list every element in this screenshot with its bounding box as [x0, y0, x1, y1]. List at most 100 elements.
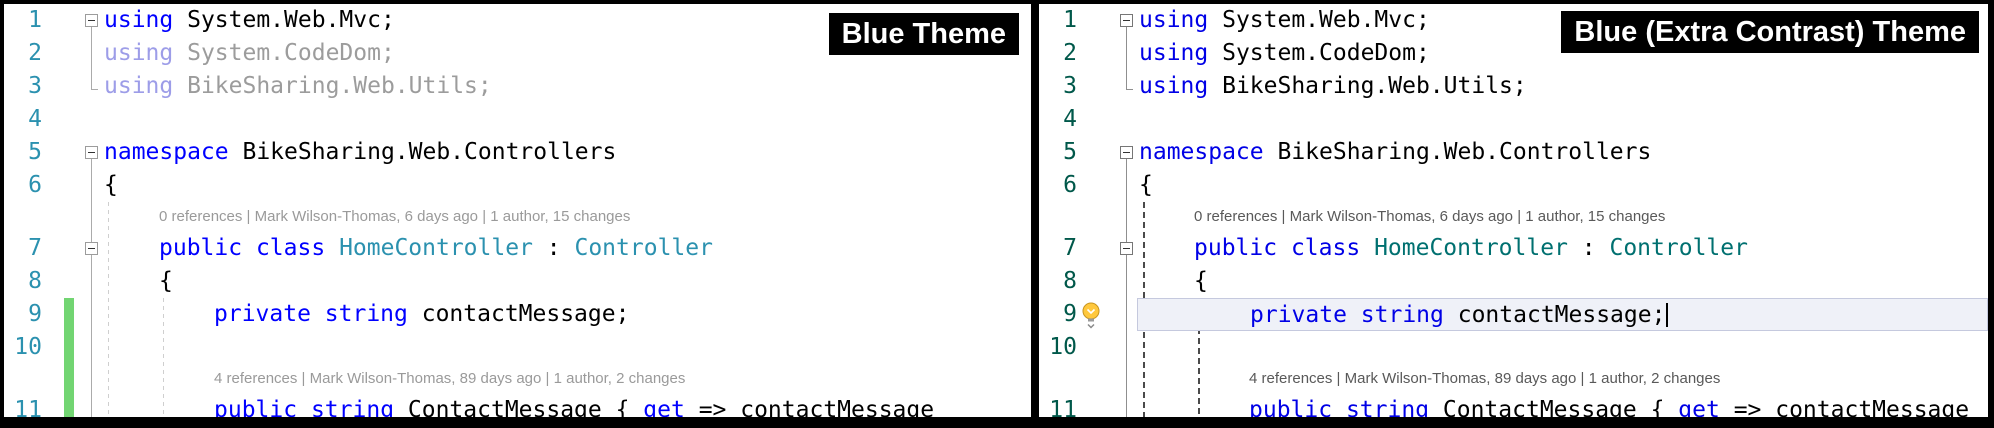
code-text-area[interactable]: public class HomeController : Controller — [102, 232, 1031, 265]
codelens-text[interactable]: 0 references | Mark Wilson-Thomas, 6 day… — [1194, 208, 1666, 225]
outline-line — [1126, 158, 1127, 169]
code-text-area[interactable]: { — [1137, 169, 1988, 202]
code-text-area[interactable]: 0 references | Mark Wilson-Thomas, 6 day… — [102, 202, 1031, 232]
editor-gutter — [1083, 265, 1117, 298]
outline-margin — [82, 364, 102, 394]
code-text-area[interactable]: public string ContactMessage { get => co… — [1137, 394, 1988, 417]
minus-glyph — [88, 20, 95, 21]
outline-line — [1126, 331, 1127, 364]
code-text: private string contactMessage; — [102, 298, 1031, 331]
fold-collapse-icon[interactable] — [85, 242, 98, 255]
code-text-area[interactable]: 4 references | Mark Wilson-Thomas, 89 da… — [102, 364, 1031, 394]
code-text-area[interactable] — [1137, 331, 1988, 364]
token-kw: private — [1250, 302, 1347, 328]
token-pl: BikeSharing.Web.Utils; — [173, 73, 492, 99]
outline-margin — [82, 265, 102, 298]
code-text-area[interactable]: using System.Web.Mvc; — [1137, 4, 1988, 37]
codelens-text[interactable]: 4 references | Mark Wilson-Thomas, 89 da… — [1249, 370, 1721, 387]
code-text: public string ContactMessage { get => co… — [1137, 394, 1988, 417]
token-kw: get — [643, 397, 685, 417]
code-text-area[interactable] — [102, 103, 1031, 136]
code-text-area[interactable]: using System.CodeDom; — [102, 37, 1031, 70]
code-text-area[interactable]: using System.CodeDom; — [1137, 37, 1988, 70]
change-tracking-bar — [64, 364, 74, 395]
token-pl: BikeSharing.Web.Utils; — [1208, 73, 1527, 99]
code-text-area[interactable]: public class HomeController : Controller — [1137, 232, 1988, 265]
line-number: 11 — [14, 397, 42, 417]
token-pl — [1332, 397, 1346, 417]
editor-gutter — [1081, 298, 1117, 334]
editor-gutter — [48, 202, 82, 232]
code-line: 4 — [4, 103, 1031, 136]
line-number — [1039, 364, 1083, 394]
outline-line — [91, 394, 92, 417]
outline-margin — [1117, 331, 1137, 364]
line-number — [4, 364, 48, 394]
token-pl: => contactMessage — [684, 397, 935, 417]
code-text: public string ContactMessage { get => co… — [102, 394, 1031, 417]
text-caret — [1666, 303, 1669, 327]
outline-margin — [1117, 394, 1137, 417]
code-line: 10 — [4, 331, 1031, 365]
line-number — [4, 202, 48, 232]
outline-margin — [82, 202, 102, 232]
code-text-area[interactable] — [102, 331, 1031, 364]
outline-line — [91, 37, 92, 70]
token-pl: { — [159, 268, 173, 294]
lightbulb-icon[interactable] — [1081, 301, 1101, 334]
editor-gutter — [48, 394, 82, 417]
token-pl: ContactMessage { — [394, 397, 644, 417]
codelens-row: 0 references | Mark Wilson-Thomas, 6 day… — [1039, 202, 1988, 232]
editor-gutter — [1083, 136, 1117, 169]
code-text-area[interactable]: public string ContactMessage { get => co… — [102, 394, 1031, 417]
codelens-text[interactable]: 4 references | Mark Wilson-Thomas, 89 da… — [214, 370, 686, 387]
code-text: using System.CodeDom; — [102, 37, 1031, 70]
code-text-area[interactable]: 4 references | Mark Wilson-Thomas, 89 da… — [1137, 364, 1988, 394]
code-text-area[interactable]: { — [102, 169, 1031, 202]
code-text: public class HomeController : Controller — [1137, 232, 1988, 265]
outline-line — [91, 202, 92, 232]
code-text-area[interactable]: private string contactMessage; — [102, 298, 1031, 331]
editor-gutter — [1083, 202, 1117, 232]
line-number: 3 — [1063, 73, 1077, 99]
code-text-area[interactable]: private string contactMessage; — [1137, 298, 1988, 331]
editor-gutter — [48, 298, 82, 332]
code-text-area[interactable]: { — [1137, 265, 1988, 298]
token-kw: class — [1290, 235, 1361, 261]
code-text-area[interactable]: namespace BikeSharing.Web.Controllers — [1137, 136, 1988, 169]
code-text-area[interactable]: using System.Web.Mvc; — [102, 4, 1031, 37]
editor-gutter — [1083, 169, 1117, 202]
fold-collapse-icon[interactable] — [1120, 14, 1133, 27]
fold-collapse-icon[interactable] — [1120, 242, 1133, 255]
code-text-area[interactable]: using BikeSharing.Web.Utils; — [102, 70, 1031, 103]
codelens-text[interactable]: 0 references | Mark Wilson-Thomas, 6 day… — [159, 208, 631, 225]
code-text-area[interactable]: namespace BikeSharing.Web.Controllers — [102, 136, 1031, 169]
fold-collapse-icon[interactable] — [1120, 146, 1133, 159]
outline-margin — [1117, 169, 1137, 202]
line-number: 4 — [1063, 106, 1077, 132]
outline-margin — [1117, 136, 1137, 169]
code-text-area[interactable]: 0 references | Mark Wilson-Thomas, 6 day… — [1137, 202, 1988, 232]
fold-collapse-icon[interactable] — [85, 14, 98, 27]
outline-margin — [1117, 202, 1137, 232]
change-tracking-bar — [64, 394, 74, 417]
outline-margin — [1117, 4, 1137, 37]
code-text-area[interactable]: using BikeSharing.Web.Utils; — [1137, 70, 1988, 103]
minus-glyph — [1123, 152, 1130, 153]
code-text-area[interactable]: { — [102, 265, 1031, 298]
outline-line — [91, 70, 92, 90]
token-cls: HomeController — [1374, 235, 1568, 261]
token-kw: private — [214, 301, 311, 327]
code-text-area[interactable] — [1137, 103, 1988, 136]
outline-line — [1126, 202, 1127, 232]
fold-collapse-icon[interactable] — [85, 146, 98, 159]
outline-line — [91, 265, 92, 298]
indent-guide — [1198, 298, 1200, 417]
token-pl — [311, 301, 325, 327]
token-kw: using — [1139, 7, 1209, 33]
editor-gutter — [1083, 331, 1117, 364]
